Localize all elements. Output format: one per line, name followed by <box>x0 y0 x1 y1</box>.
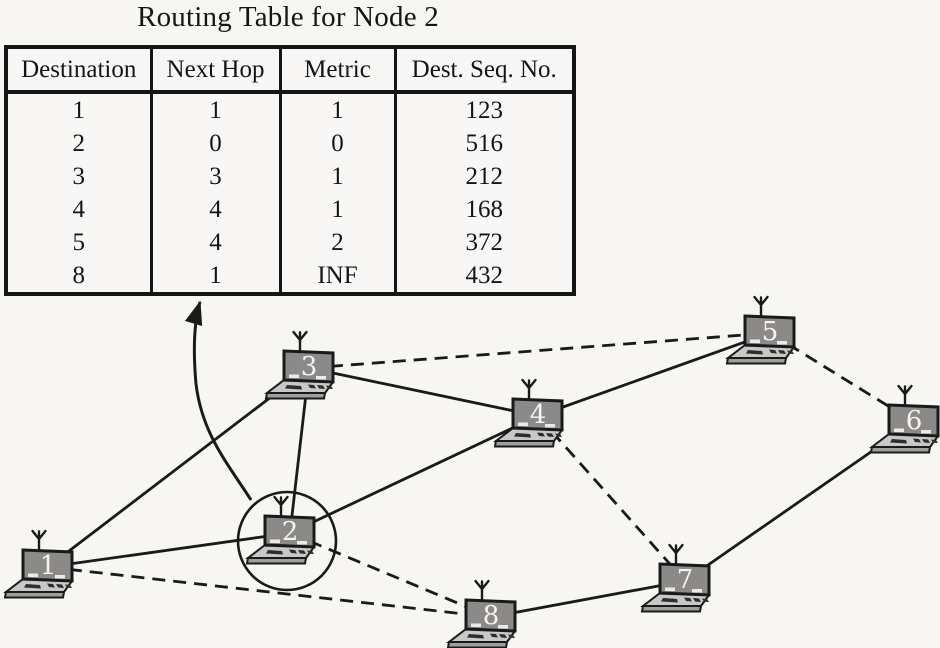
table-cell: 3 <box>4 160 153 193</box>
table-cell: 2 <box>4 127 153 160</box>
laptop-screen <box>263 514 316 549</box>
table-cell: 1 <box>149 259 282 294</box>
laptop-base-front <box>640 605 703 613</box>
table-cell: 5 <box>4 226 153 259</box>
node-label: 6 <box>906 406 923 436</box>
edge-2-4-solid <box>289 414 539 535</box>
antenna-icon <box>273 495 289 519</box>
node-label: 1 <box>40 551 57 581</box>
laptop-base-front <box>446 641 509 648</box>
table-cell: 123 <box>393 92 576 127</box>
laptop-base-front <box>245 557 308 565</box>
edge-1-8-dashed <box>47 565 492 619</box>
table-cell: 4 <box>149 193 282 226</box>
edge-2-8-dashed <box>289 531 492 619</box>
edge-4-5-solid <box>537 331 771 418</box>
laptop-base-front <box>264 392 327 400</box>
edge-1-3-solid <box>47 366 310 569</box>
laptop-screen <box>464 598 517 633</box>
laptop-screen <box>511 397 564 432</box>
col-header-destination: Destination <box>4 45 153 94</box>
laptop-screen <box>21 548 74 583</box>
laptop-screen <box>282 349 335 384</box>
node-label: 4 <box>530 400 547 430</box>
node-label: 8 <box>483 601 500 631</box>
node-2-highlight-circle <box>236 490 338 592</box>
table-cell: 0 <box>278 127 397 160</box>
table-cell: 1 <box>278 92 397 127</box>
table-cell: 8 <box>4 259 153 294</box>
table-cell: 2 <box>278 226 397 259</box>
table-cell: 516 <box>393 127 576 160</box>
figure-title: Routing Table for Node 2 <box>137 1 439 33</box>
antenna-icon <box>521 378 537 402</box>
table-cell: 4 <box>149 226 282 259</box>
header-row: Destination Next Hop Metric Dest. Seq. N… <box>4 45 576 94</box>
laptop-base-front <box>3 591 66 599</box>
antenna-icon <box>753 295 769 319</box>
table-cell: 372 <box>393 226 576 259</box>
table-cell: 0 <box>149 127 282 160</box>
laptop-base-front <box>725 357 788 365</box>
laptop-screen <box>658 562 711 597</box>
antenna-icon <box>31 529 47 553</box>
table-cell: 1 <box>149 92 282 127</box>
col-header-next-hop: Next Hop <box>149 45 282 94</box>
node-3: 3 <box>264 330 335 400</box>
laptop-screen <box>887 403 940 438</box>
node-5: 5 <box>725 295 796 365</box>
table-cell: 168 <box>393 193 576 226</box>
antenna-icon <box>668 543 684 567</box>
antenna-icon <box>292 330 308 354</box>
antenna-icon <box>474 579 490 603</box>
table-cell: 212 <box>393 160 576 193</box>
table-cell: 3 <box>149 160 282 193</box>
table-cell: 4 <box>4 193 153 226</box>
edge-3-5-dashed <box>308 331 771 370</box>
node-7: 7 <box>640 543 711 613</box>
node-label: 5 <box>762 317 779 347</box>
routing-table-grid: Destination Next Hop Metric Dest. Seq. N… <box>4 45 576 296</box>
laptop-screen <box>743 314 796 349</box>
col-header-dest-seq-no: Dest. Seq. No. <box>393 45 576 94</box>
edge-3-4-solid <box>308 366 539 418</box>
node-4: 4 <box>493 378 564 448</box>
antenna-icon <box>897 384 913 408</box>
table-cell: 1 <box>4 92 153 127</box>
node-6: 6 <box>869 384 940 454</box>
laptop-base-front <box>493 440 556 448</box>
node-label: 2 <box>282 517 299 547</box>
table-cell: 432 <box>393 259 576 294</box>
node-2: 2 <box>245 495 316 565</box>
node-label: 7 <box>677 565 694 595</box>
edge-1-2-solid <box>47 531 291 569</box>
laptop-base-front <box>869 446 932 454</box>
table-cell: 1 <box>278 193 397 226</box>
node-1: 1 <box>3 529 74 599</box>
table-cell: INF <box>278 259 397 294</box>
col-header-metric: Metric <box>278 45 397 94</box>
edge-7-8-solid <box>490 579 686 619</box>
node-8: 8 <box>446 579 517 648</box>
node-label: 3 <box>301 352 318 382</box>
arrow-to-table <box>184 300 253 501</box>
edge-4-7-dashed <box>536 415 687 582</box>
routing-table: Destination Next Hop Metric Dest. Seq. N… <box>4 45 576 296</box>
table-cell: 1 <box>278 160 397 193</box>
